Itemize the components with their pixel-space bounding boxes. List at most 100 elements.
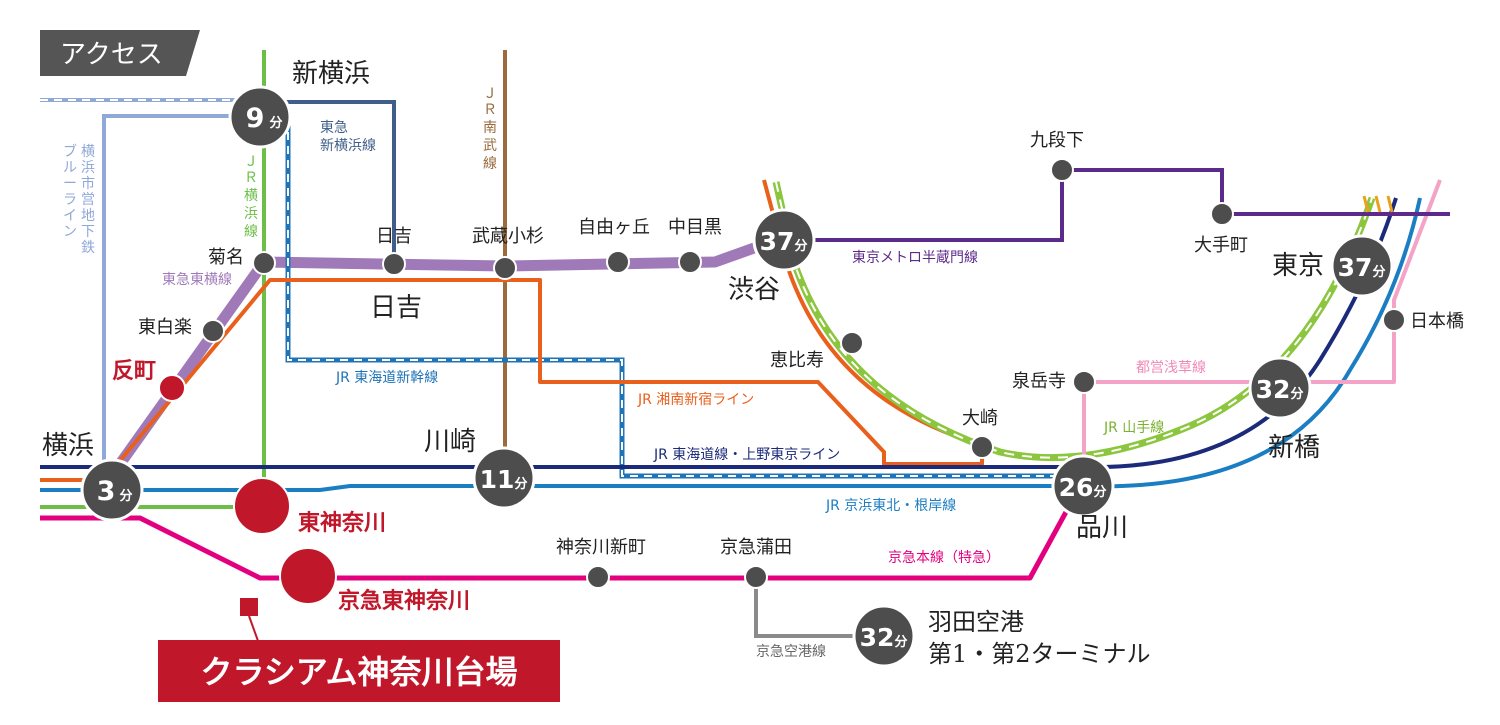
blue-line-char-a3: 市 (81, 175, 95, 192)
station-label-higashi-kanagawa: 東神奈川 (298, 510, 386, 536)
station-label-musashi-kosugi: 武蔵小杉 (472, 226, 544, 247)
musashi-kosugi-dot (493, 256, 517, 280)
hanzomon-line-route (782, 168, 1450, 242)
line-label-shonan-shinjuku: JR 湘南新宿ライン (637, 391, 754, 408)
tokyu-shinyokohama-line-route (264, 100, 396, 262)
badge-shimbashi-unit: 分 (1290, 386, 1303, 402)
station-label-haneda-line1: 羽田空港 (928, 608, 1024, 636)
keikyu-airport-line-route (754, 578, 880, 638)
blue-line-char-a7: 鉄 (81, 240, 95, 256)
jr-yokohama-char-1: Ｊ (244, 154, 258, 170)
access-header: アクセス (40, 30, 200, 76)
station-label-keikyu-higashi-kanagawa: 京急東神奈川 (338, 588, 470, 614)
jr-nambu-char-3: 南 (483, 120, 497, 136)
osaki-dot (970, 435, 994, 459)
station-label-ebisu: 恵比寿 (770, 350, 824, 371)
station-label-hiyoshi-top: 日吉 (376, 226, 412, 247)
shonan-shinjuku-line-route (40, 278, 984, 482)
station-label-tammachi: 反町 (112, 358, 156, 384)
badge-shin-yokohama: 9 分 (228, 85, 292, 149)
station-label-higashi-hakuraku: 東白楽 (138, 317, 192, 338)
property-banner (158, 640, 560, 702)
keikyu-kamata-dot (744, 565, 768, 589)
badge-haneda: 32 分 (852, 604, 916, 668)
blue-line-char-b6: ン (63, 224, 77, 240)
blue-line-char-b4: ラ (63, 192, 77, 208)
station-label-otemachi: 大手町 (1194, 235, 1248, 256)
badge-shinagawa-unit: 分 (1093, 484, 1106, 500)
jr-yokohama-char-4: 浜 (244, 206, 258, 222)
property-pin (240, 598, 258, 616)
station-label-sengakuji: 泉岳寺 (1012, 371, 1066, 392)
jr-nambu-char-5: 線 (483, 156, 497, 172)
keikyu-higashi-kanagawa-dot (279, 547, 337, 605)
jr-nambu-char-2: Ｒ (483, 102, 497, 118)
higashi-hakuraku-dot (201, 319, 225, 343)
higashi-kanagawa-dot (233, 477, 291, 535)
badge-shimbashi: 32 分 (1248, 356, 1312, 420)
nihombashi-dot (1382, 308, 1406, 332)
station-label-nakameguro: 中目黒 (668, 217, 722, 238)
station-label-keikyu-kamata: 京急蒲田 (720, 537, 792, 558)
tammachi-dot (158, 374, 186, 402)
badge-kawasaki: 11 分 (472, 446, 536, 510)
jr-yokohama-char-5: 線 (244, 224, 258, 240)
tokyo-line-ticks (1362, 195, 1394, 213)
badge-haneda-minutes: 32 (860, 623, 895, 652)
blue-line-char-b5: イ (63, 208, 77, 224)
blue-line-char-a4: 営 (81, 192, 95, 208)
badge-shibuya-unit: 分 (794, 238, 807, 254)
badge-shin-yokohama-minutes: 9 (246, 103, 265, 134)
jr-yokohama-char-2: Ｒ (244, 170, 258, 186)
line-label-blue-line: 横 浜 市 営 地 下 鉄 ブ ル ー ラ イ ン (63, 143, 95, 256)
badge-yokohama-minutes: 3 (97, 476, 116, 507)
station-label-shinagawa: 品川 (1076, 513, 1128, 543)
line-label-keihin-tohoku: JR 京浜東北・根岸線 (825, 498, 956, 514)
asakusa-line-route (1082, 179, 1442, 470)
kikuna-dot (252, 251, 276, 275)
badge-shinagawa-minutes: 26 (1059, 473, 1094, 502)
badge-kawasaki-unit: 分 (514, 476, 527, 492)
badge-shin-yokohama-unit: 分 (269, 115, 282, 131)
property-name: クラシアム神奈川台場 (200, 653, 517, 691)
blue-line-char-a1: 横 (81, 144, 95, 160)
line-label-jr-nambu: Ｊ Ｒ 南 武 線 (483, 86, 497, 172)
badge-shibuya-minutes: 37 (760, 227, 795, 256)
jr-yokohama-char-3: 横 (244, 188, 258, 204)
jr-nambu-char-1: Ｊ (483, 86, 497, 102)
station-dots (201, 158, 1406, 589)
badge-kawasaki-minutes: 11 (480, 465, 515, 494)
blue-line-char-a5: 地 (81, 208, 95, 224)
jr-nambu-char-4: 武 (483, 138, 497, 154)
station-label-shimbashi: 新橋 (1268, 433, 1320, 463)
jiyugaoka-dot (606, 250, 630, 274)
station-label-nihombashi: 日本橋 (1410, 311, 1464, 332)
nakameguro-dot (678, 250, 702, 274)
station-label-haneda-line2: 第1・第2ターミナル (928, 640, 1151, 668)
station-label-kawasaki: 川崎 (424, 427, 476, 457)
station-label-osaki: 大崎 (962, 408, 998, 429)
line-label-yamanote: JR 山手線 (1103, 420, 1164, 436)
line-label-keikyu: 京急本線（特急） (888, 550, 1000, 566)
line-label-jr-yokohama: Ｊ Ｒ 横 浜 線 (244, 154, 258, 240)
property-marker: クラシアム神奈川台場 (158, 598, 560, 702)
badge-haneda-unit: 分 (894, 634, 907, 650)
kudanshita-dot (1050, 158, 1074, 182)
badge-yokohama: 3 分 (80, 458, 144, 522)
blue-line-char-b1: ブ (63, 143, 77, 160)
line-label-tokyu-toyoko: 東急東横線 (162, 272, 232, 288)
station-label-kikuna: 菊名 (208, 247, 244, 268)
ebisu-dot (840, 331, 864, 355)
blue-line-char-b3: ー (63, 176, 77, 192)
line-label-shinkansen: JR 東海道新幹線 (335, 369, 438, 386)
line-label-tokaido: JR 東海道線・上野東京ライン (653, 447, 840, 463)
badge-shimbashi-minutes: 32 (1256, 375, 1291, 404)
line-label-tokyu-shinyokohama-2: 新横浜線 (320, 138, 376, 154)
line-label-hanzomon: 東京メトロ半蔵門線 (852, 250, 978, 266)
badge-tokyo-minutes: 37 (1338, 253, 1373, 282)
blue-line-char-a6: 下 (81, 224, 95, 240)
station-label-shin-yokohama: 新横浜 (292, 59, 370, 89)
badge-shibuya: 37 分 (752, 208, 816, 272)
line-label-tokyu-shinyokohama-1: 東急 (320, 120, 348, 136)
